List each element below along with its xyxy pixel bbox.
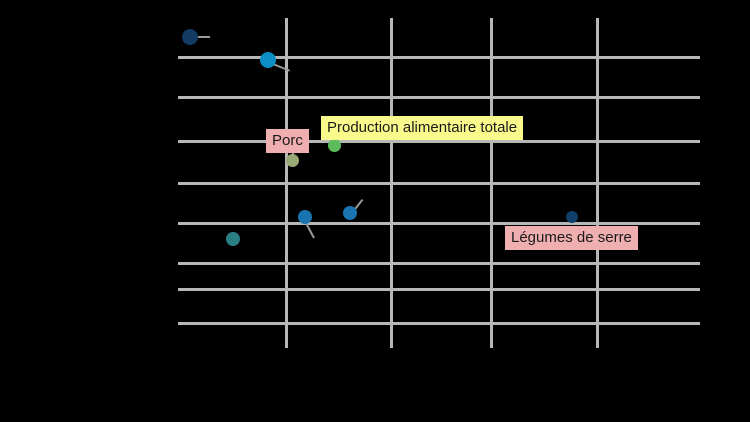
gridline-vertical [596,18,599,348]
label-porc[interactable]: Porc [266,129,309,153]
gridline-horizontal [178,222,700,225]
gridline-horizontal [178,140,700,143]
label-legumes-de-serre[interactable]: Légumes de serre [505,226,638,250]
gridline-vertical [285,18,288,348]
data-point-navy-greenhouse[interactable] [566,211,578,223]
gridline-vertical [390,18,393,348]
gridline-horizontal [178,288,700,291]
gridline-horizontal [178,262,700,265]
data-point-blue-right[interactable] [343,206,357,220]
data-point-teal[interactable] [226,232,240,246]
label-production-alimentaire-totale[interactable]: Production alimentaire totale [321,116,524,140]
data-point-cyan[interactable] [260,52,276,68]
gridline-horizontal [178,56,700,59]
gridline-horizontal [178,182,700,185]
gridline-vertical [490,18,493,348]
data-point-green-bright[interactable] [328,139,341,152]
leader-line-navy-top [198,36,210,38]
gridline-horizontal [178,322,700,325]
data-point-navy-top[interactable] [182,29,198,45]
gridline-horizontal [178,96,700,99]
data-point-blue-left[interactable] [298,210,312,224]
data-point-olive[interactable] [286,154,299,167]
